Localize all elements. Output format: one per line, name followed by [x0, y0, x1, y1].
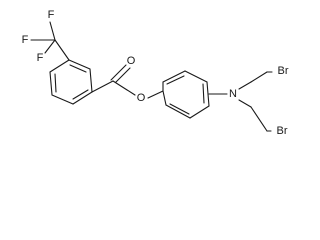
bond-upper-ch2-ch2 — [250, 71, 268, 83]
ring1-double-1 — [69, 64, 87, 73]
ester-group — [91, 64, 164, 99]
atom-f-lower: F — [37, 52, 44, 64]
ring2-bond-4 — [206, 81, 210, 107]
ring1-bond-4 — [51, 94, 74, 105]
ring2-double-3 — [166, 75, 185, 85]
benzoyl-ring — [49, 59, 93, 105]
bond-c-f-lower — [44, 39, 56, 54]
ring2-bond-6 — [162, 70, 186, 83]
bond-cf3-to-ring — [54, 39, 70, 61]
bond-ring-to-carbonyl — [91, 80, 114, 93]
bond-lower-ch2-ch2 — [250, 106, 268, 132]
chemical-structure-diagram: F F F O O N Br Br — [22, 9, 289, 137]
bond-n-to-upper-ch2 — [238, 81, 252, 90]
ring1-bond-6 — [49, 59, 70, 73]
ring1-bond-1 — [68, 59, 91, 70]
phenyl-ring — [162, 70, 210, 119]
ring1-bond-5 — [49, 71, 53, 96]
bis-bromoethyl-amine — [208, 71, 273, 132]
bond-carbonyl-to-ester-oxygen — [112, 80, 136, 96]
bond-c-f-top — [49, 21, 56, 41]
bond-ester-oxygen-to-ring — [147, 90, 164, 99]
ring1-bond-3 — [72, 91, 93, 105]
ring1-double-3 — [54, 73, 57, 93]
ring2-double-2 — [202, 83, 205, 104]
bond-carbonyl-double-a — [110, 64, 127, 81]
atom-br-lower: Br — [277, 125, 288, 137]
bond-n-to-lower-ch2 — [238, 99, 252, 108]
ring2-bond-2 — [165, 104, 191, 119]
ring2-bond-3 — [189, 105, 210, 119]
ring2-double-1 — [169, 103, 190, 115]
trifluoromethyl-group — [30, 21, 70, 61]
ring2-bond-1 — [162, 90, 167, 106]
atom-o-carbonyl: O — [127, 55, 136, 67]
bond-carbonyl-double-b — [115, 67, 131, 83]
ring1-bond-2 — [89, 68, 93, 93]
atom-o-ester: O — [137, 92, 146, 104]
ring1-double-2 — [72, 89, 89, 100]
atom-f-left: F — [22, 34, 29, 46]
atom-n: N — [229, 88, 237, 100]
atom-br-upper: Br — [278, 65, 289, 77]
atom-f-top: F — [48, 9, 55, 21]
ring2-bond-5 — [184, 70, 208, 83]
